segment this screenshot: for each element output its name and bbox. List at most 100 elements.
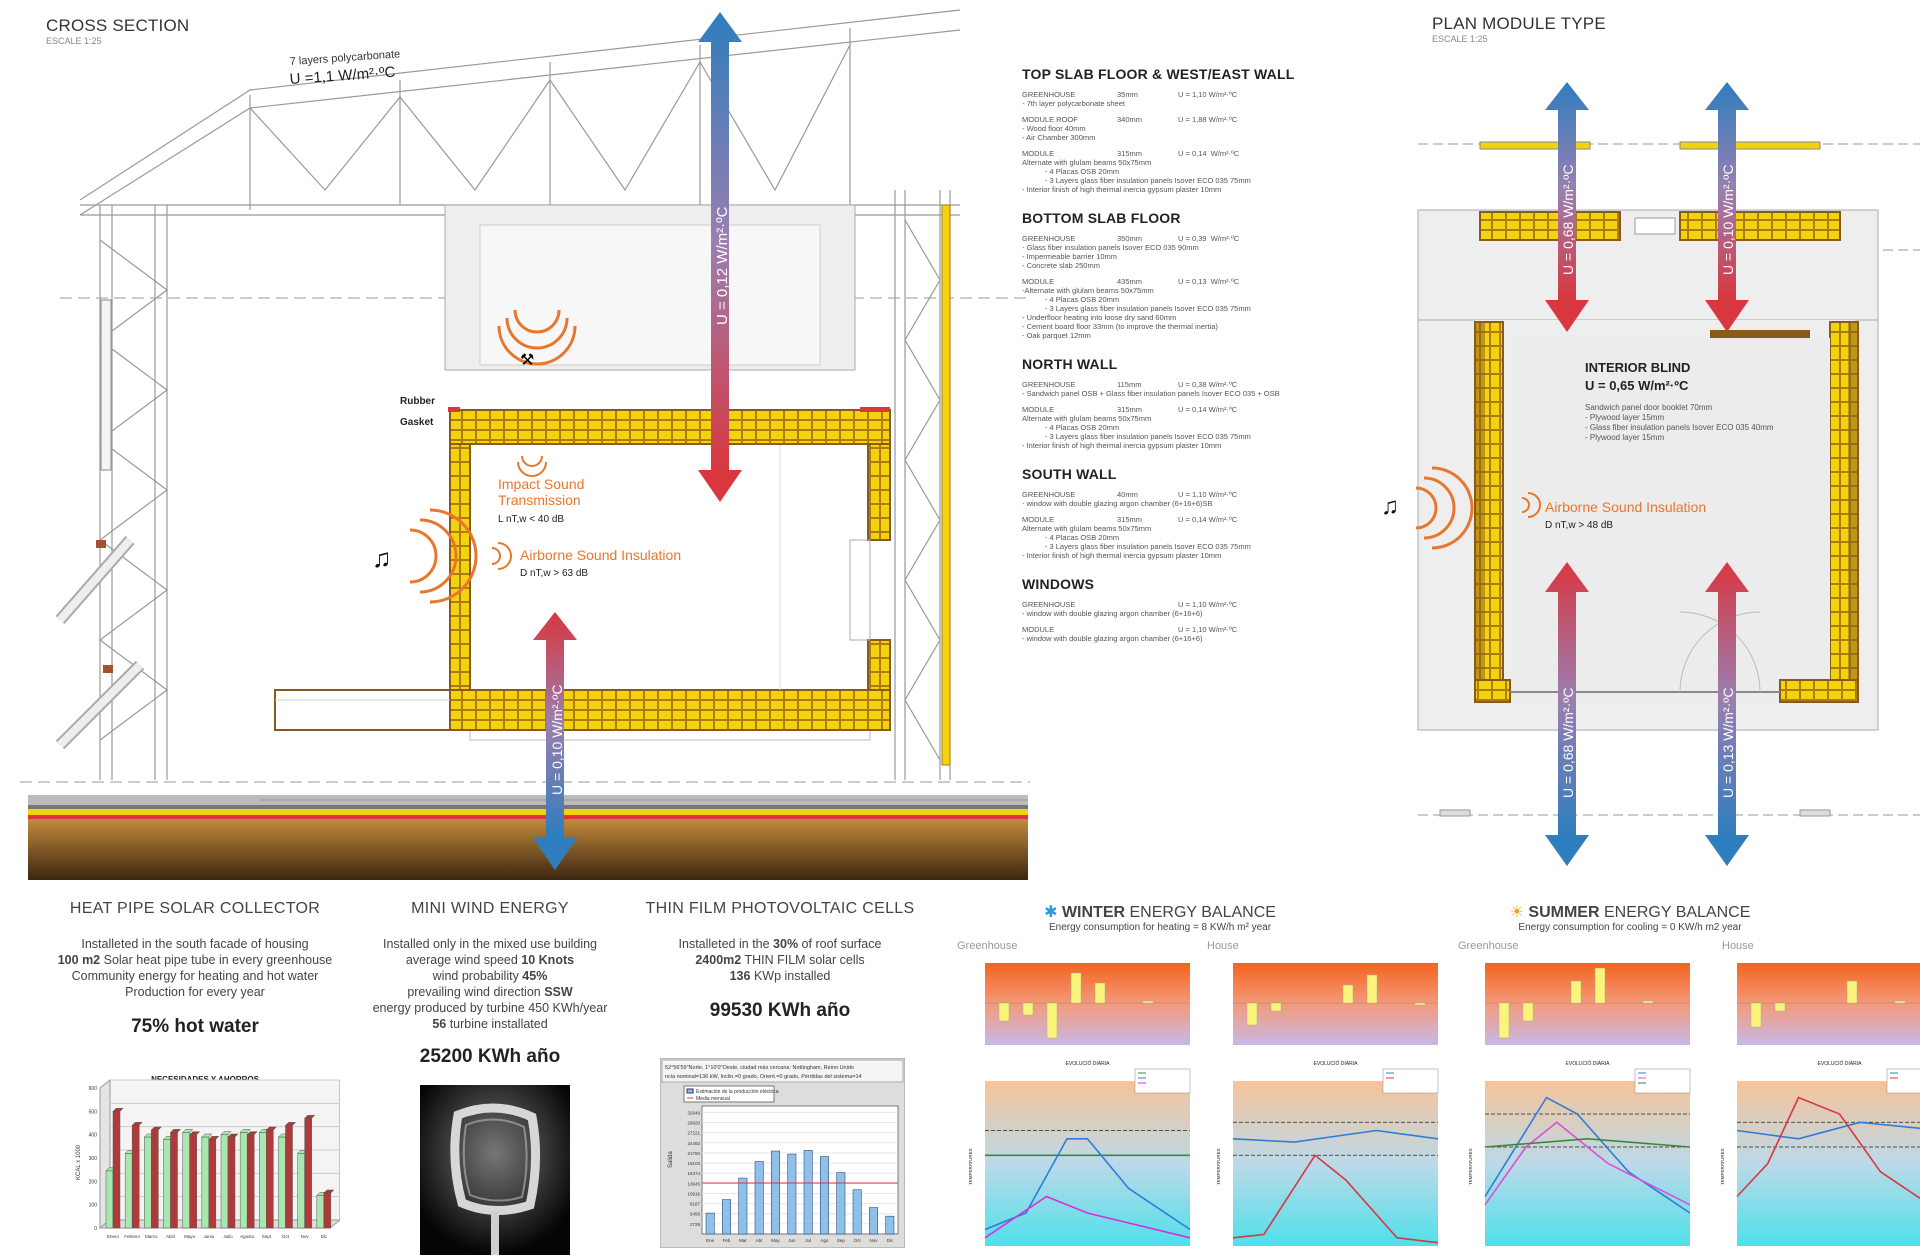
pv-x-label: May [771,1238,780,1243]
pv-ylabel: Salida [668,1151,674,1168]
wind-big: 25200 KWh año [419,1046,561,1067]
solar-y-tick: 100 [89,1203,98,1209]
solar-line-2: Solar heat pipe tube in every greenhouse [100,953,333,967]
spec-detail: - Sandwich panel OSB + Glass fiber insul… [1022,389,1280,398]
daily-evolution-panel [985,1081,1190,1246]
solar-section: HEAT PIPE SOLAR COLLECTOR Installeted in… [40,900,350,1038]
winter-title: ENERGY BALANCE [1125,904,1276,921]
plan-arrow-bottom-right [1705,562,1749,835]
solar-bar [304,1118,312,1229]
spec-u-value: U = 1,10 W/m²·ºC [1178,600,1238,609]
plan-u-bottom-right: U = 0,13 W/m²·ºC [1720,687,1736,798]
solar-y-tick: 500 [89,1109,98,1115]
plan-arrow-top-right [1705,82,1749,300]
solar-bar [239,1132,248,1229]
summer-greenhouse-label: Greenhouse [1458,940,1519,952]
spec-detail: - 3 Layers glass fiber insulation panels… [1022,542,1251,551]
cross-section-drawing: 7 layers polycarbonate U =1,1 W/m²·ºC U … [20,9,1030,880]
spec-layer-name: MODULE [1022,625,1055,634]
wind-line-3-bold: 45% [522,969,548,983]
wind-line-3: wind probability [432,969,523,983]
balance-bar-panel [1485,963,1690,1045]
pv-bar [852,1189,862,1235]
solar-x-label: Julio [223,1234,233,1239]
solar-title: HEAT PIPE SOLAR COLLECTOR [69,900,321,917]
balance-bar [1094,982,1106,1004]
spec-detail: - 3 Layers glass fiber insulation panels… [1022,304,1251,313]
spec-detail: - 4 Placas OSB 20mm [1022,295,1120,304]
balance-bar [1894,1000,1906,1004]
spec-detail: - Underfloor heating into loose dry sand… [1022,313,1177,322]
pv-x-label: Ago [820,1238,829,1243]
pv-y-tick: 10916 [687,1191,700,1196]
left-wall-insulation [449,443,471,691]
pv-bar [738,1177,748,1235]
balance-bar [1594,967,1606,1004]
daily-evolution-title: EVOLUCIÓ DIÀRIA [1314,1060,1359,1067]
solar-bar [297,1153,305,1229]
pv-line-1: Installeted in the [678,937,774,951]
sun-icon: ☀ [1509,904,1524,921]
spec-u-value: U = 0,13 W/m²·ºC [1178,277,1240,286]
temperature-line [1736,1121,1920,1140]
pv-header-1: 52°56'59"Norte, 1°10'0"Oeste, ciudad más… [665,1065,854,1071]
solar-bar [124,1153,133,1229]
balance-bar [998,1002,1010,1022]
temperature-line [1484,1137,1691,1148]
wind-line-6: turbine installated [446,1017,548,1031]
pv-x-label: Feb [723,1238,731,1243]
solar-big: 75% hot water [131,1016,259,1037]
plan-airborne-value: D nT,w > 48 dB [1545,520,1613,531]
pv-bar [820,1156,829,1235]
solar-x-label: Dic [321,1234,328,1239]
spec-u-value: U = 1,10 W/m²·ºC [1178,490,1238,499]
plan-u-top-right: U = 0,10 W/m²·ºC [1720,164,1736,275]
spec-detail: - 3 Layers glass fiber insulation panels… [1022,176,1251,185]
solar-y-tick: 600 [89,1086,98,1092]
cross-section-title: CROSS SECTION [46,16,190,35]
wind-line-1: Installed only in the mixed use building [382,937,598,951]
pv-line-1-bold: 30% [773,937,799,951]
spec-heading: SOUTH WALL [1022,466,1117,482]
solar-bar [316,1195,325,1229]
facade-insulation [941,204,951,766]
spec-thickness: 35mm [1117,90,1138,99]
blind-detail-3: - Plywood layer 15mm [1585,433,1664,442]
temperature-ylabel: TEMPERATURES [968,1148,973,1185]
plan-airborne-small-icon [1521,492,1541,518]
pv-line-1-rest: of roof surface [798,937,882,951]
gasket-label: Gasket [400,417,434,428]
plan-music-note-icon: ♫ [1381,493,1399,520]
spec-thickness: 115mm [1117,380,1142,389]
solar-bar [105,1170,114,1229]
wind-line-6-bold: 56 [432,1017,447,1031]
solar-y-tick: 0 [94,1226,97,1232]
pv-y-tick: 24492 [687,1141,700,1146]
summer-section: ☀ SUMMER ENERGY BALANCE Energy consumpti… [1420,902,1840,933]
pv-x-label: Mar [739,1238,747,1243]
pv-x-label: Jul [805,1238,811,1243]
spec-detail: -Alternate with glulam beams 50x75mm [1022,286,1154,295]
spec-detail: - Impermeable barrier 10mm [1022,252,1118,261]
solar-bar [151,1129,159,1229]
pv-bar [803,1150,813,1235]
pv-line-3: KWp installed [750,969,831,983]
temperature-ylabel: TEMPERATURES [1720,1148,1725,1185]
solar-x-label: Abril [166,1234,175,1239]
wind-line-5: energy produced by turbine 450 KWh/year [372,1001,608,1015]
pv-x-label: Ene [706,1238,715,1243]
pv-y-tick: 21760 [687,1151,700,1156]
solar-bar [285,1125,293,1229]
spec-u-value: U = 0,14 W/m²·ºC [1178,149,1240,158]
pv-chart: 52°56'59"Norte, 1°10'0"Oeste, ciudad más… [660,1058,905,1248]
blind-title: INTERIOR BLIND [1585,360,1690,375]
spec-u-value: U = 1,10 W/m²·ºC [1178,90,1238,99]
left-columns [98,205,169,780]
solar-x-label: Mayo [184,1234,196,1239]
pv-bar [722,1199,731,1235]
spec-detail: - Interior finish of high thermal inerci… [1022,551,1222,560]
